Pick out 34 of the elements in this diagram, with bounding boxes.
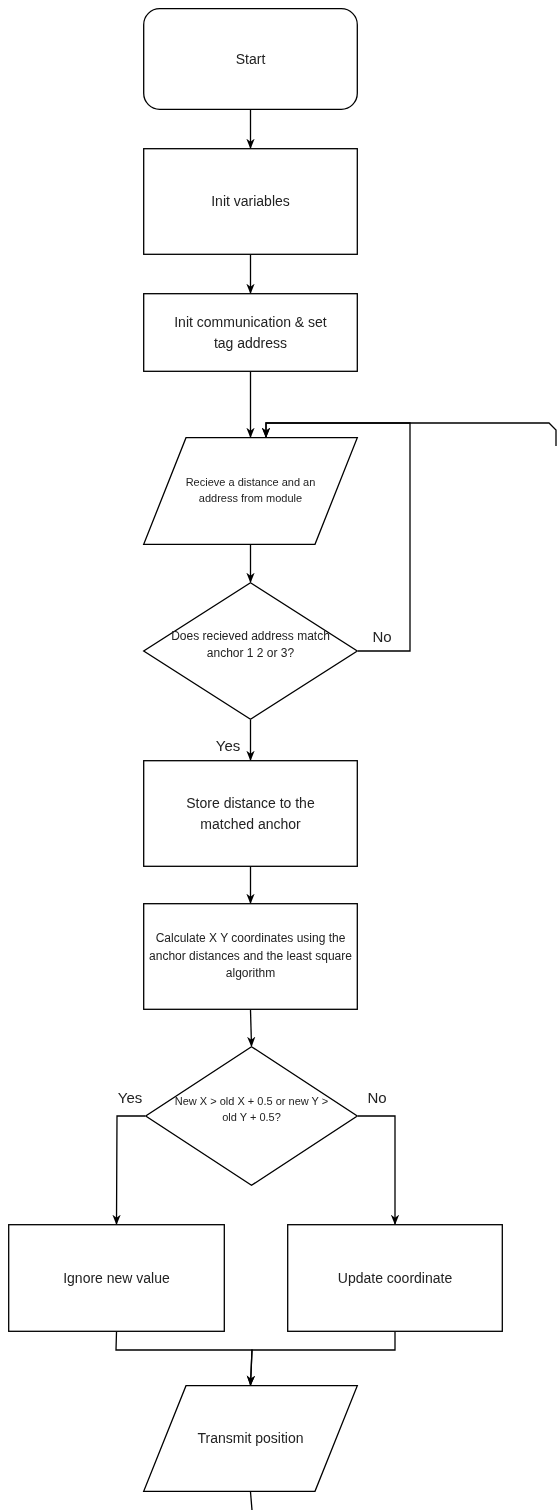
arrow [246,109,255,150]
arrow [246,254,255,295]
node-text: Init communication & set tag address [173,313,328,353]
arrow [246,719,255,762]
node-text: Init variables [211,192,290,212]
decision-diamond [145,1046,358,1186]
process-box [143,148,358,255]
arrow [246,1331,396,1387]
process-box [143,760,358,867]
process-box [143,293,358,372]
start-terminator [143,8,358,110]
node-text: Store distance to the matched anchor [185,794,316,834]
process-box [143,903,358,1010]
node-text: Does recieved address match anchor 1 2 or 3? [170,628,331,663]
node-text: Update coordinate [337,1268,453,1288]
node-text: Recieve a distance and an address from module [184,475,317,506]
input-output-parallelogram [143,437,358,545]
node-text: Calculate X Y coordinates using the anchor distances and the least square algorithm [148,930,353,983]
arrow [246,866,255,905]
node-text: Transmit position [197,1429,304,1449]
node-text: Start [235,49,266,69]
arrow [246,544,255,584]
node-text: Ignore new value [63,1268,170,1288]
connector-line [249,1491,253,1510]
node-text: New X > old X + 0.5 or new Y > old Y + 0.5? [174,1094,329,1126]
input-output-parallelogram [143,1385,358,1492]
arrow [261,422,557,447]
arrow [246,371,255,439]
arrow [112,1115,146,1226]
process-box [287,1224,503,1332]
decision-diamond [143,582,358,720]
arrow [357,1115,400,1226]
arrow [247,1009,256,1048]
process-box [8,1224,225,1332]
